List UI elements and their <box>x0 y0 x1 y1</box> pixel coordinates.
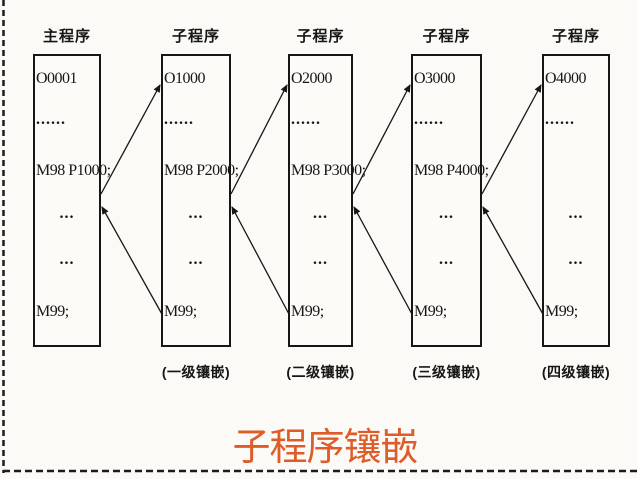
program-column-sub-2: 子程序 O2000 ...... M98 P3000; ... ... M99;… <box>286 0 366 479</box>
column-header: 子程序 <box>422 28 471 45</box>
program-column-main: 主程序 O0001 ...... M98 P1000; ... ... M99; <box>33 0 111 479</box>
program-number-line: O0001 <box>36 70 78 87</box>
return-line: M99; <box>545 303 578 320</box>
subprogram-call-line: M98 P4000; <box>414 162 489 179</box>
mid-ellipsis: ... <box>313 251 328 268</box>
nesting-level-caption: (二级镶嵌) <box>286 364 355 380</box>
program-number-line: O2000 <box>291 70 333 87</box>
ellipsis-line: ...... <box>545 111 575 128</box>
ellipsis-line: ...... <box>414 111 444 128</box>
program-box: O3000 ...... M98 P4000; ... ... M99; <box>411 54 489 347</box>
program-number-line: O4000 <box>545 70 587 87</box>
return-arrow <box>353 206 414 317</box>
nesting-level-caption: (四级镶嵌) <box>541 364 611 380</box>
column-header: 子程序 <box>551 28 601 45</box>
call-arrow <box>481 84 542 195</box>
ellipsis-line: ...... <box>291 111 321 128</box>
mid-ellipsis: ... <box>439 205 454 222</box>
return-arrow <box>231 206 291 317</box>
program-box: O4000 ...... ... ... M99; <box>542 54 610 347</box>
return-arrow <box>101 206 164 317</box>
ellipsis-line: ...... <box>36 111 66 128</box>
program-number-line: O3000 <box>414 70 456 87</box>
nesting-level-caption: (一级镶嵌) <box>161 364 231 380</box>
subprogram-call-line: M98 P2000; <box>164 162 239 179</box>
call-arrow <box>230 84 288 195</box>
ellipsis-line: ...... <box>164 111 194 128</box>
column-header: 主程序 <box>42 28 92 45</box>
nesting-level-caption: (三级镶嵌) <box>412 364 481 380</box>
subprogram-call-line: M98 P1000; <box>36 162 111 179</box>
return-line: M99; <box>414 303 447 320</box>
mid-ellipsis: ... <box>188 251 204 268</box>
mid-ellipsis: ... <box>568 205 584 222</box>
call-arrow <box>100 84 161 195</box>
program-column-sub-1: 子程序 O1000 ...... M98 P2000; ... ... M99;… <box>161 0 239 479</box>
call-arrow <box>352 84 411 195</box>
diagram-title: 子程序镶嵌 <box>232 427 418 469</box>
column-header: 子程序 <box>171 28 221 45</box>
return-line: M99; <box>164 303 197 320</box>
return-arrow <box>482 206 545 317</box>
return-line: M99; <box>36 303 69 320</box>
program-column-sub-4: 子程序 O4000 ...... ... ... M99; (四级镶嵌) <box>542 0 610 479</box>
program-column-sub-3: 子程序 O3000 ...... M98 P4000; ... ... M99;… <box>411 0 489 479</box>
mid-ellipsis: ... <box>59 251 75 268</box>
mid-ellipsis: ... <box>568 251 584 268</box>
return-line: M99; <box>291 303 324 320</box>
mid-ellipsis: ... <box>313 205 328 222</box>
subprogram-call-line: M98 P3000; <box>291 162 366 179</box>
program-box: O0001 ...... M98 P1000; ... ... M99; <box>33 54 111 347</box>
mid-ellipsis: ... <box>439 251 454 268</box>
program-box: O2000 ...... M98 P3000; ... ... M99; <box>288 54 366 347</box>
mid-ellipsis: ... <box>188 205 204 222</box>
mid-ellipsis: ... <box>59 205 75 222</box>
program-box: O1000 ...... M98 P2000; ... ... M99; <box>161 54 239 347</box>
column-header: 子程序 <box>296 28 345 45</box>
program-number-line: O1000 <box>164 70 206 87</box>
